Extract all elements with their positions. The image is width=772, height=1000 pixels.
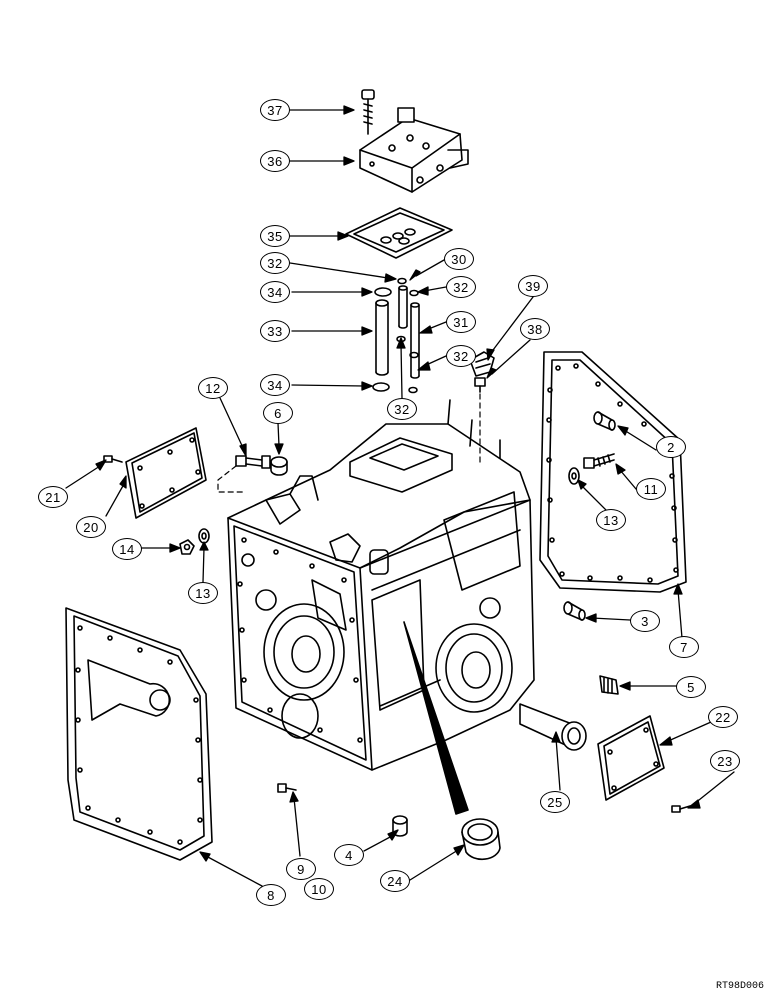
callout-32: 32 [387,398,417,420]
part-2-dowel-pin [593,411,616,431]
part-34-o-ring [374,287,392,297]
part-7-gasket [539,351,687,593]
part-3-dowel-pin [563,601,586,621]
callout-38: 38 [520,318,550,340]
callout-22: 22 [708,706,738,728]
part-34-o-ring [372,382,390,392]
drawing-code: RT98D006 [715,981,764,992]
part-24-bearing [461,818,501,861]
callout-3: 3 [630,610,660,632]
callout-5: 5 [676,676,706,698]
callout-32: 32 [260,252,290,274]
callout-39: 39 [518,275,548,297]
callout-24: 24 [380,870,410,892]
part-32-o-ring [409,289,419,297]
part-12-bolt [235,455,271,469]
callout-35: 35 [260,225,290,247]
callout-20: 20 [76,516,106,538]
callout-13: 13 [188,582,218,604]
callout-36: 36 [260,150,290,172]
part-23-screw [671,805,691,813]
callout-11: 11 [636,478,666,500]
part-22-cover-plate [597,715,665,801]
part-13-washer [568,467,580,485]
callout-25: 25 [540,791,570,813]
part-33-tube [375,299,389,376]
part-25-shaft [519,703,587,751]
part-32-o-ring [408,386,418,394]
part-transmission-housing [227,399,535,771]
part-9-screw [277,783,297,793]
callout-21: 21 [38,486,68,508]
leader-lines [65,105,735,887]
callout-14: 14 [112,538,142,560]
callout-12: 12 [198,377,228,399]
part-38-fitting [474,377,486,393]
part-5-plug [599,675,619,695]
callout-23: 23 [710,750,740,772]
part-21-screw [103,455,123,463]
callout-2: 2 [656,436,686,458]
callout-9: 9 [286,858,316,880]
callout-31: 31 [446,311,476,333]
part-14-nut [179,539,195,555]
callout-34: 34 [260,281,290,303]
callout-32: 32 [446,345,476,367]
part-37-cap-screw [361,89,375,135]
callout-30: 30 [444,248,474,270]
part-6-nut [270,456,288,476]
callout-8: 8 [256,884,286,906]
callout-37: 37 [260,99,290,121]
part-32-o-ring [397,277,407,285]
part-8-gasket [65,607,213,861]
callout-4: 4 [334,844,364,866]
part-20-cover-plate [125,427,207,519]
callout-34: 34 [260,374,290,396]
part-36-valve-block [359,107,469,193]
part-13-washer [198,528,210,544]
part-24-leader [403,621,469,815]
callout-13: 13 [596,509,626,531]
part-31-tube [410,302,420,379]
part-35-gasket [345,207,453,259]
part-30-tube [398,285,408,329]
callout-10: 10 [304,878,334,900]
part-11-bolt [583,453,615,469]
callout-7: 7 [669,636,699,658]
callout-32: 32 [446,276,476,298]
callout-33: 33 [260,320,290,342]
callout-6: 6 [263,402,293,424]
part-32-o-ring [409,351,419,359]
